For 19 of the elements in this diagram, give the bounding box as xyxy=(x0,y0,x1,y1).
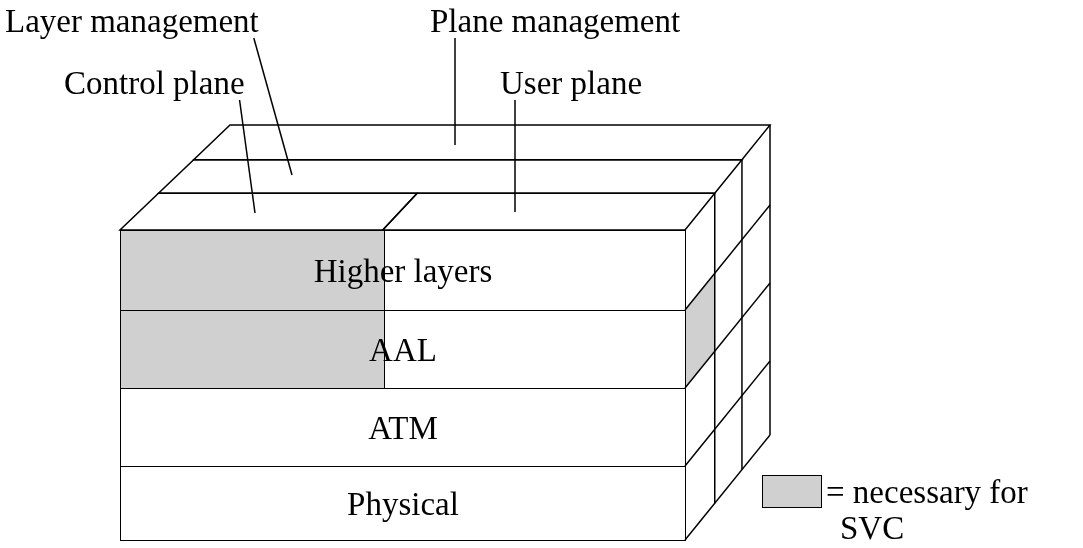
leader-line xyxy=(454,37,456,146)
layer-name: ATM xyxy=(367,409,439,446)
top-face-strip xyxy=(118,192,419,231)
plane-label: User plane xyxy=(500,66,643,100)
layer-box xyxy=(120,466,686,541)
layer-box xyxy=(120,388,686,467)
layer-box xyxy=(120,310,686,389)
leader-line xyxy=(253,37,293,176)
top-face-strip xyxy=(156,158,744,194)
plane-label: Control plane xyxy=(64,66,245,100)
layer-box xyxy=(120,230,686,311)
leader-line xyxy=(514,99,516,213)
top-face-strip xyxy=(381,192,717,231)
legend-text: = necessary for SVC xyxy=(826,474,1029,546)
plane-label: Plane management xyxy=(430,4,681,38)
top-face-strip xyxy=(191,124,772,161)
layer-name: Physical xyxy=(346,485,460,522)
leader-line xyxy=(238,99,256,214)
plane-label: Layer management xyxy=(5,4,259,38)
